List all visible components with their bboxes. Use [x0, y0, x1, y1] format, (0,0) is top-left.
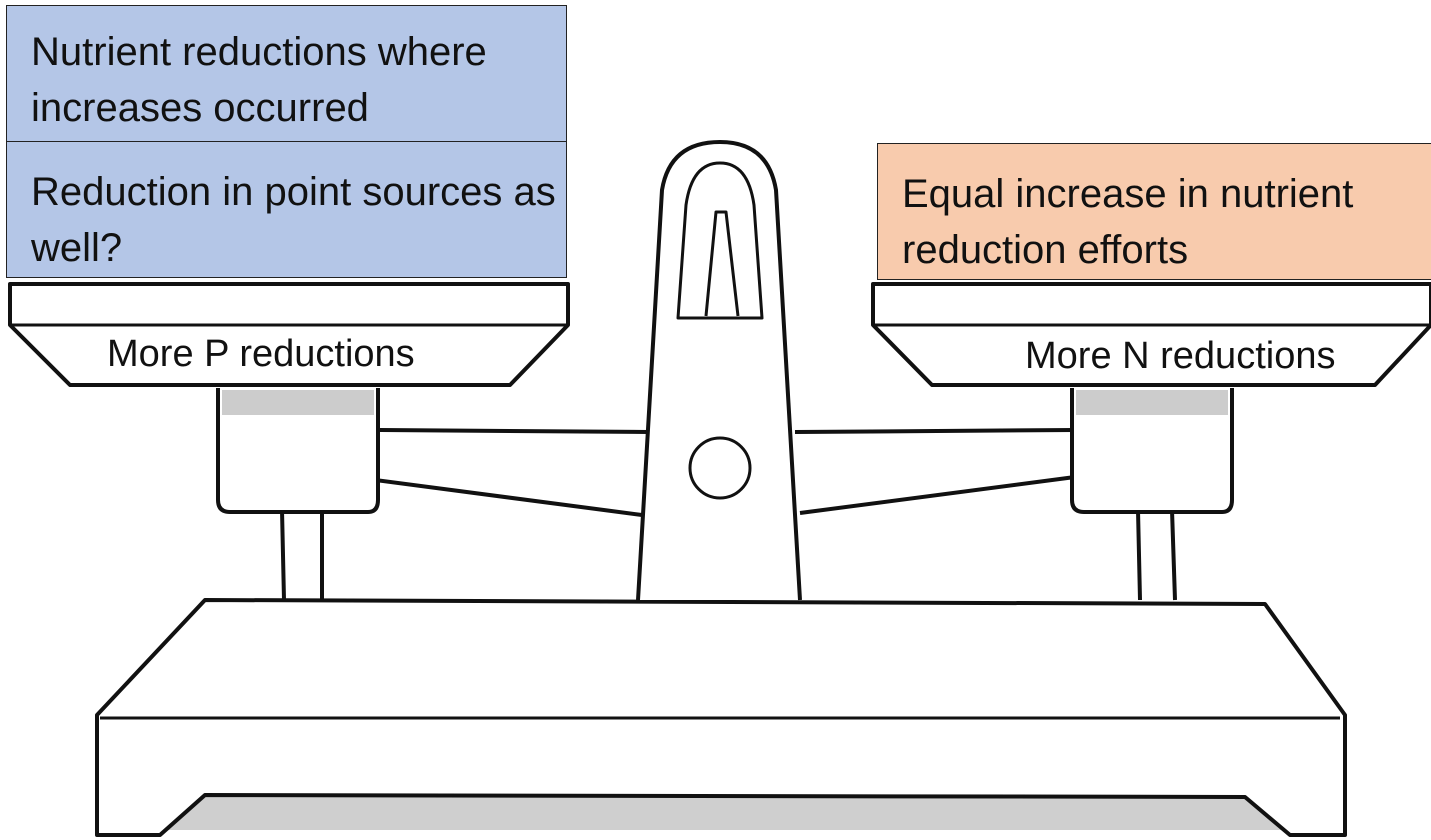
- right-block-shade: [1076, 390, 1228, 415]
- left-stem: [280, 509, 324, 601]
- nutrient-reductions-box: Nutrient reductions where increases occu…: [6, 5, 567, 142]
- base-shadow: [160, 795, 1290, 830]
- left-block-shade: [222, 390, 374, 415]
- right-beam: [794, 428, 1076, 515]
- left-pan-block: [216, 388, 380, 514]
- right-pan-block: [1070, 388, 1234, 514]
- point-sources-text: Reduction in point sources as well?: [31, 170, 556, 270]
- left-beam: [374, 428, 649, 517]
- equal-increase-box: Equal increase in nutrient reduction eff…: [877, 143, 1431, 280]
- point-sources-box: Reduction in point sources as well?: [6, 141, 567, 278]
- pillar-window: [676, 161, 764, 320]
- left-pan-label: More P reductions: [107, 333, 415, 375]
- center-pillar: [636, 140, 802, 601]
- nutrient-reductions-text: Nutrient reductions where increases occu…: [31, 30, 487, 130]
- pivot-knob: [688, 436, 752, 500]
- right-pan-label: More N reductions: [1025, 335, 1336, 377]
- equal-increase-text: Equal increase in nutrient reduction eff…: [902, 172, 1354, 272]
- right-stem: [1136, 509, 1177, 601]
- pointer-needle: [704, 210, 740, 317]
